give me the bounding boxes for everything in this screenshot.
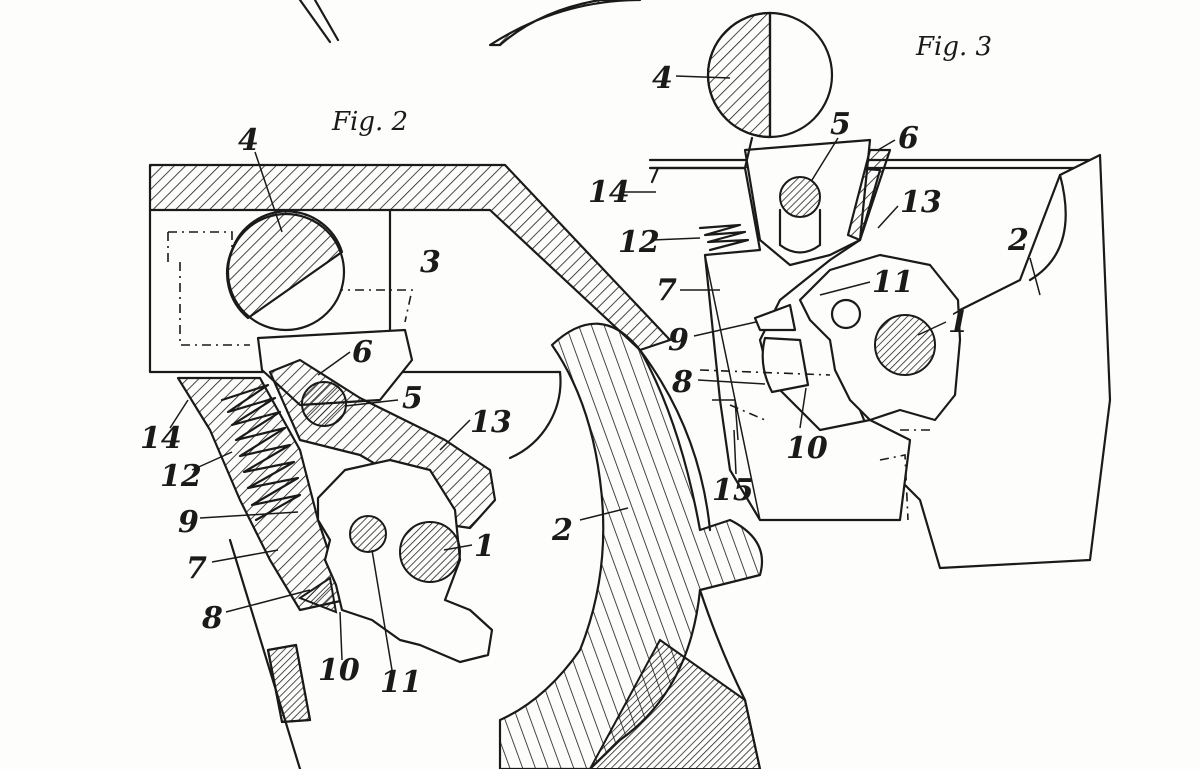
axle-1-fig3 (874, 314, 936, 376)
pin-5-fig3 (779, 176, 821, 218)
label-9-fig3: 9 (668, 323, 689, 358)
label-2: 2 (551, 513, 573, 548)
pawl-8 (297, 576, 338, 614)
label-2-fig3: 2 (1007, 223, 1029, 258)
label-8: 8 (201, 601, 223, 636)
fig2-title: Fig. 2 (331, 107, 408, 137)
labels-fig3: Fig. 3 4 5 6 14 13 12 2 7 11 1 9 8 10 15 (588, 32, 1041, 508)
label-9: 9 (178, 505, 199, 540)
label-1-fig3: 1 (948, 305, 969, 340)
top-edge-arcs (298, 0, 642, 47)
label-11-fig3: 11 (872, 265, 914, 300)
label-4-fig3: 4 (652, 61, 673, 96)
figure-3 (648, 11, 1112, 570)
label-8-fig3: 8 (671, 365, 693, 400)
label-6: 6 (352, 335, 373, 370)
label-14-fig3: 14 (588, 175, 630, 210)
label-13: 13 (470, 405, 512, 440)
axle-1 (399, 521, 461, 583)
label-7-fig3: 7 (656, 273, 677, 308)
pin-5 (301, 381, 347, 427)
label-4: 4 (238, 123, 259, 158)
pin-11 (349, 515, 387, 553)
label-10-fig3: 10 (786, 431, 828, 466)
pin-11-fig3 (830, 298, 862, 330)
spring-12-fig3 (698, 223, 750, 252)
label-7: 7 (186, 551, 207, 586)
label-12: 12 (160, 459, 202, 494)
label-11: 11 (380, 665, 422, 700)
figure-2 (148, 163, 764, 769)
label-12-fig3: 12 (618, 225, 660, 260)
label-1: 1 (474, 529, 495, 564)
label-14: 14 (140, 421, 182, 456)
spring-12 (220, 383, 302, 522)
fig3-title: Fig. 3 (915, 32, 992, 62)
label-10: 10 (318, 653, 360, 688)
label-3: 3 (420, 245, 441, 280)
label-15-fig3: 15 (712, 473, 754, 508)
label-6-fig3: 6 (898, 121, 919, 156)
label-5-fig3: 5 (830, 107, 851, 142)
label-13-fig3: 13 (900, 185, 942, 220)
labels-fig2: Fig. 2 4 3 6 5 13 14 12 9 7 8 1 2 10 11 (140, 107, 629, 700)
phantom-block (167, 231, 413, 346)
label-5: 5 (402, 381, 423, 416)
